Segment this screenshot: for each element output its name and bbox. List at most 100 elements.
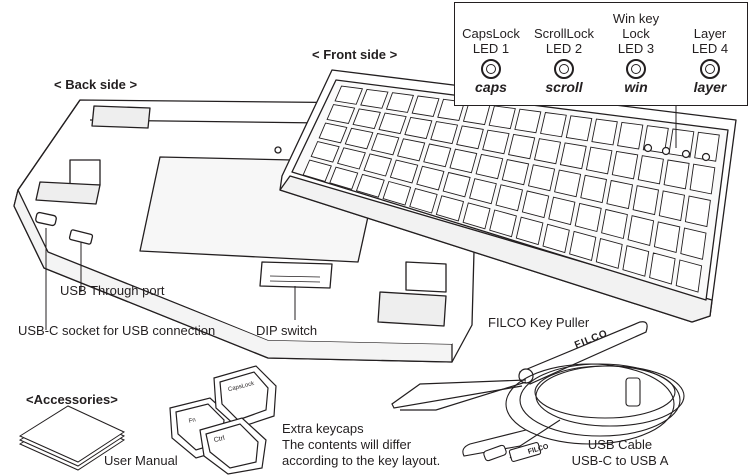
keycap: [527, 164, 556, 192]
keycap: [559, 142, 587, 170]
led-2-line-2: LED 2: [545, 41, 583, 56]
keycap: [382, 180, 412, 206]
keycap: [668, 128, 695, 158]
keycap: [689, 163, 716, 195]
keycap: [378, 112, 407, 135]
led-1-line-2: LED 1: [472, 41, 510, 56]
keycap: [360, 88, 389, 109]
keycap: [411, 95, 440, 118]
keycap: [488, 105, 516, 130]
led-3-line-2: LED 3: [617, 41, 655, 56]
keycap: [684, 195, 711, 228]
keycap: [409, 188, 438, 214]
keycap: [514, 108, 542, 134]
keycap: [352, 108, 381, 130]
keycap: [653, 221, 681, 253]
keycap: [663, 159, 690, 190]
dip-switch-label: DIP switch: [256, 323, 318, 338]
led-1-tag: caps: [475, 79, 507, 95]
led-3-line-0: Win key: [612, 11, 660, 26]
keycap: [540, 112, 567, 138]
keycap: [680, 227, 707, 260]
led-4-legend: Layer LED 4 layer: [673, 11, 747, 95]
keycap: [495, 184, 524, 212]
keycap: [435, 195, 465, 222]
keycap: [515, 216, 544, 246]
key-puller-label: FILCO Key Puller: [488, 315, 590, 330]
keycap: [389, 159, 419, 184]
led-4-line-2: LED 4: [691, 41, 729, 56]
usb-cable-label-line-1: USB Cable: [587, 437, 653, 452]
keycap: [416, 165, 445, 191]
keycap: [508, 133, 536, 160]
keycap: [469, 178, 497, 205]
keycap: [637, 155, 664, 185]
led-1-line-0: [454, 11, 528, 26]
keycap: [302, 159, 332, 182]
keycap: [326, 104, 356, 125]
led-2-tag: scroll: [545, 79, 583, 95]
led-4-icon: [700, 59, 720, 79]
led-3-legend: Win key Lock LED 3 win: [599, 11, 673, 95]
keycap: [423, 143, 452, 168]
keycap-grid: [302, 85, 720, 293]
led-2-line-0: [527, 11, 601, 26]
usb-through-port-label: USB Through port: [60, 283, 165, 298]
front-side-heading: < Front side >: [312, 47, 398, 62]
user-manual-label: User Manual: [104, 453, 178, 468]
keycap: [501, 159, 530, 186]
extra-keycaps-label-line-2: The contents will differ: [282, 437, 412, 452]
keycap: [533, 138, 562, 165]
keycap: [591, 118, 618, 146]
led-2-legend: ScrollLock LED 2 scroll: [527, 11, 601, 95]
keycap: [355, 173, 385, 198]
keycap: [601, 208, 628, 240]
led-3-icon: [626, 59, 646, 79]
keycap: [622, 245, 650, 277]
keycap: [385, 92, 415, 113]
keycap: [617, 121, 644, 150]
keycap: [632, 185, 660, 216]
keycap: [574, 202, 602, 233]
extra-keycaps-label-line-1: Extra keycaps: [282, 421, 364, 436]
extra-keycaps-illustration: [169, 365, 277, 475]
keycap: [442, 171, 471, 198]
keycap: [606, 179, 634, 210]
led-3-tag: win: [624, 79, 648, 95]
keycap: [482, 129, 510, 155]
usb-c-socket-label: USB-C socket for USB connection: [18, 323, 216, 338]
accessories-heading: <Accessories>: [26, 392, 118, 407]
led-3-line-1: Lock: [622, 26, 650, 41]
keycap: [336, 147, 366, 170]
keycap: [449, 148, 478, 174]
keycap: [675, 259, 703, 293]
keycap: [430, 121, 459, 145]
keycap: [344, 127, 374, 150]
keycap: [658, 190, 686, 222]
keycap: [310, 141, 340, 163]
led-2-icon: [554, 59, 574, 79]
keycap: [580, 174, 608, 204]
keycap: [595, 238, 623, 269]
keycap: [489, 209, 517, 238]
led-legend-box: CapsLock LED 1 caps ScrollLock LED 2 scr…: [454, 2, 748, 106]
keycap: [569, 230, 597, 261]
back-side-heading: < Back side >: [54, 77, 138, 92]
keycap: [462, 202, 491, 230]
keycap: [475, 153, 504, 180]
keycap: [334, 85, 364, 105]
usb-cable-illustration: [462, 363, 685, 462]
keycap: [627, 215, 655, 246]
keycap: [456, 125, 484, 150]
keycap: [370, 132, 400, 156]
led-1-icon: [481, 59, 501, 79]
led-4-tag: layer: [693, 79, 727, 95]
keycap: [694, 131, 720, 162]
led-4-line-1: Layer: [693, 26, 727, 41]
keycap: [397, 138, 426, 162]
keycap: [649, 252, 676, 285]
keycap: [548, 196, 576, 226]
led-4-line-0: [673, 11, 747, 26]
keycap: [542, 223, 570, 254]
